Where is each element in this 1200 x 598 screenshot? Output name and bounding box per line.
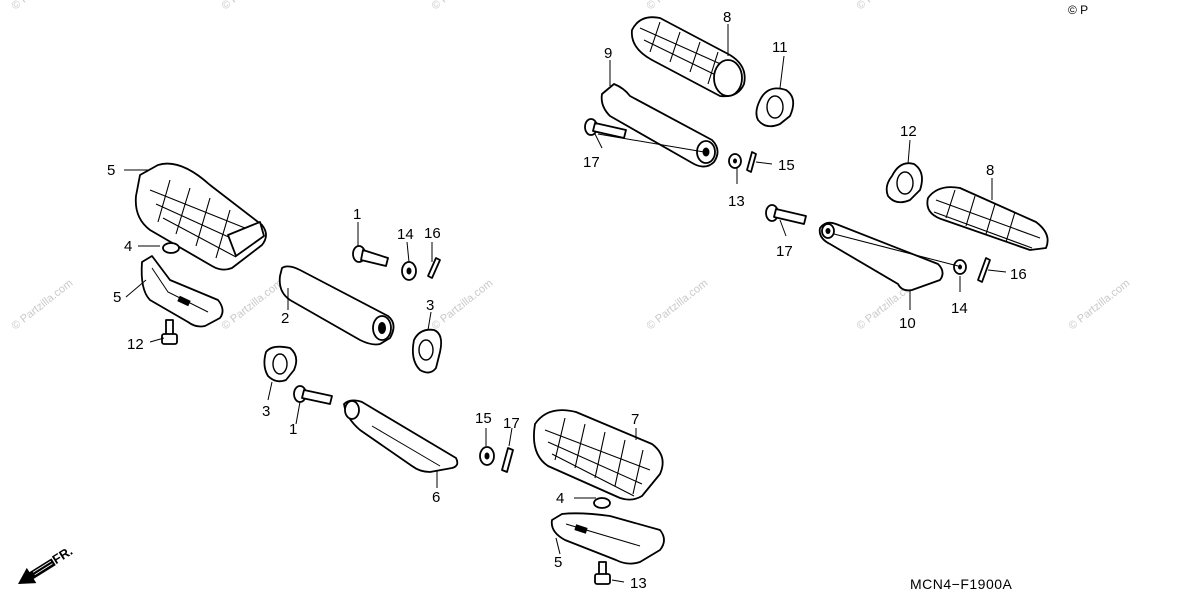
plate-3-upper xyxy=(411,328,443,374)
callout-17: 17 xyxy=(583,154,600,171)
callout-12: 12 xyxy=(127,336,144,353)
collar-lower xyxy=(593,497,611,509)
cotter-16-upper xyxy=(427,257,441,279)
cotter-15-upper xyxy=(746,151,757,173)
step-arm-6 xyxy=(343,399,459,473)
watermark: © Partzilla.com xyxy=(219,277,285,332)
callout-11: 11 xyxy=(772,39,788,56)
callout-7: 5 xyxy=(107,162,115,179)
callout-11: 12 xyxy=(900,123,917,140)
bracket-left xyxy=(140,255,224,328)
bracket-lower xyxy=(550,512,665,565)
watermark: © Partzilla.com xyxy=(854,0,920,12)
watermark: © Partzilla.com xyxy=(644,0,710,12)
plate-11-right xyxy=(885,162,923,204)
watermark: © Partzilla.com xyxy=(429,277,495,332)
callout-13: 13 xyxy=(728,193,745,210)
watermark: © Partzilla.com xyxy=(9,0,75,12)
callout-10: 10 xyxy=(899,315,916,332)
callout-16: 16 xyxy=(424,225,441,242)
callout-14: 15 xyxy=(475,410,492,427)
bolt-lower xyxy=(594,561,611,585)
leader-lines xyxy=(124,24,1007,583)
rubber-peg-left xyxy=(134,162,267,271)
callout-6: 6 xyxy=(432,489,440,506)
callout-3: 3 xyxy=(262,403,270,420)
plate-11-upper xyxy=(755,87,795,128)
pin-1-lower xyxy=(293,385,333,405)
bolt-left xyxy=(161,319,178,345)
callout-15: 15 xyxy=(778,157,795,174)
pin-17-right xyxy=(765,204,807,225)
callout-17: 17 xyxy=(776,243,793,260)
callout-5: 5 xyxy=(554,554,562,571)
rubber-peg-8-upper xyxy=(630,16,746,98)
rubber-peg-8-right xyxy=(926,186,1049,251)
front-arrow xyxy=(18,558,56,584)
collar-left xyxy=(162,242,180,254)
rubber-peg-lower xyxy=(533,409,664,501)
cotter-15-right xyxy=(977,257,991,283)
callout-16: 17 xyxy=(503,415,520,432)
callout-8: 8 xyxy=(723,9,731,26)
diagram-code: MCN4−F1900A xyxy=(910,576,1013,592)
pin-1-upper xyxy=(352,245,389,267)
callout-9: 9 xyxy=(604,45,612,62)
watermark: © Partzilla.com xyxy=(9,277,75,332)
watermark: © Partzilla.com xyxy=(429,0,495,12)
watermark: © Partzilla.com xyxy=(219,0,285,12)
cotter-16-lower xyxy=(501,447,514,473)
step-arm-2 xyxy=(278,265,395,346)
callout-14: 14 xyxy=(397,226,414,243)
callout-2: 2 xyxy=(281,310,289,327)
watermark: © Partzilla.com xyxy=(1066,277,1132,332)
watermark: © Partzilla.com xyxy=(644,277,710,332)
corner-mark: © P xyxy=(1068,3,1088,17)
plate-3-lower xyxy=(263,345,298,383)
callout-1: 1 xyxy=(353,206,361,223)
callout-12: 13 xyxy=(630,575,647,592)
callout-4: 4 xyxy=(556,490,564,507)
callout-7: 7 xyxy=(631,411,639,428)
callout-13: 14 xyxy=(951,300,968,317)
step-arm-10 xyxy=(818,221,944,292)
callout-8: 8 xyxy=(986,162,994,179)
callout-3: 3 xyxy=(426,297,434,314)
callout-5: 5 xyxy=(113,289,121,306)
callout-1: 1 xyxy=(289,421,297,438)
step-arm-9 xyxy=(600,83,719,168)
callouts: 5 4 5 12 1 14 16 2 3 3 1 6 15 17 7 4 5 1… xyxy=(107,9,1027,592)
callout-4: 4 xyxy=(124,238,132,255)
callout-15: 16 xyxy=(1010,266,1027,283)
